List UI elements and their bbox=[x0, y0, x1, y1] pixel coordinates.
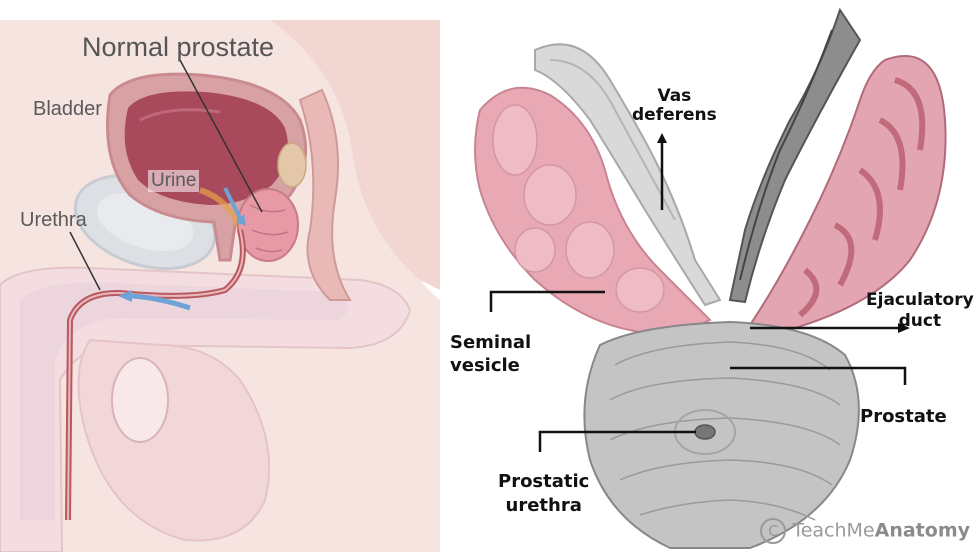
bladder-label: Bladder bbox=[33, 98, 102, 121]
testis bbox=[112, 358, 168, 442]
sagittal-illustration bbox=[0, 0, 440, 552]
prostate-gland bbox=[238, 189, 298, 261]
prostate-body bbox=[584, 322, 859, 548]
watermark-bold: Anatomy bbox=[875, 520, 970, 542]
posterior-view-panel: Vas deferens Seminal vesicle Ejaculatory… bbox=[440, 0, 980, 552]
prostatic-urethra-opening bbox=[695, 425, 715, 439]
vas-deferens-label: Vas deferens bbox=[632, 87, 717, 125]
seminal-vesicle-label: Seminal vesicle bbox=[450, 331, 531, 377]
urine-label: Urine bbox=[148, 170, 199, 192]
ejaculatory-duct-label: Ejaculatory duct bbox=[866, 290, 974, 332]
copyright-symbol: C bbox=[760, 518, 786, 544]
sagittal-view-panel: Normal prostate Bladder Urine Urethra bbox=[0, 0, 440, 552]
seminal-vesicle-left bbox=[278, 143, 306, 187]
prostatic-urethra-label: Prostatic urethra bbox=[498, 470, 589, 518]
urethra-label: Urethra bbox=[20, 209, 87, 232]
watermark: C TeachMeAnatomy bbox=[760, 518, 970, 544]
watermark-plain: TeachMe bbox=[792, 520, 874, 542]
prostate-label: Prostate bbox=[860, 407, 947, 426]
diagram-title: Normal prostate bbox=[82, 32, 274, 63]
